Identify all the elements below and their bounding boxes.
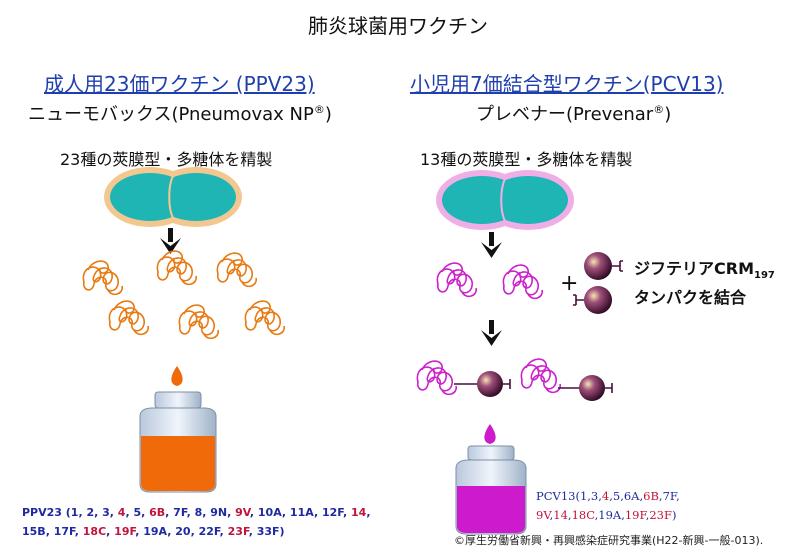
left-serotype-segment: , xyxy=(366,506,371,519)
page-title: 肺炎球菌用ワクチン xyxy=(308,14,488,38)
plus-sign: + xyxy=(560,271,578,296)
right-drop xyxy=(484,424,496,444)
left-serotype-segment: , 5, xyxy=(125,506,150,519)
right-arrow-2 xyxy=(481,320,502,346)
right-serotype-segment: 19F xyxy=(624,508,646,522)
left-serotype-list: PPV23 (1, 2, 3, 4, 5, 6B, 7F, 8, 9N, 9V,… xyxy=(22,503,371,541)
left-serotype-segment: 9V xyxy=(235,506,250,519)
carrier-line2: タンパクを結合 xyxy=(634,288,747,308)
left-product-close: ) xyxy=(324,104,332,125)
left-product-text: ニューモバックス(Pneumovax NP xyxy=(28,104,314,125)
right-description: 13種の莢膜型・多糖体を精製 xyxy=(420,150,633,169)
left-capsule xyxy=(104,167,242,227)
left-product-name: ニューモバックス(Pneumovax NP®) xyxy=(28,100,332,126)
left-description: 23種の莢膜型・多糖体を精製 xyxy=(60,150,273,169)
left-product-registered: ® xyxy=(313,103,325,116)
right-heading: 小児用7価結合型ワクチン(PCV13) xyxy=(410,72,724,96)
right-serotype-list: PCV13(1,3,4,5,6A,6B,7F,9V,14,18C,19A,19F… xyxy=(536,487,680,525)
left-serotype-segment: 15B, 17F, xyxy=(22,525,83,538)
left-arrow-1 xyxy=(160,228,181,254)
right-polysaccharides xyxy=(436,262,544,300)
right-serotype-segment: 14 xyxy=(553,508,568,522)
right-serotype-segment: 6B xyxy=(643,489,659,503)
right-serotype-segment: 18C xyxy=(571,508,595,522)
right-capsule xyxy=(436,170,574,230)
left-serotype-segment: 14 xyxy=(351,506,367,519)
left-serotype-segment: , 19A, 20, 22F, xyxy=(135,525,228,538)
right-serotype-segment: 4 xyxy=(601,489,610,503)
left-serotype-segment: PPV23 (1, 2, 3, xyxy=(22,506,118,519)
left-drop xyxy=(171,366,183,386)
left-serotype-segment: 4 xyxy=(117,506,126,519)
right-product-name: プレベナー(Prevenar®) xyxy=(476,100,671,126)
left-serotype-segment: , 10A, 11A, 12F, xyxy=(249,506,352,519)
left-vial xyxy=(139,391,217,493)
left-serotype-segment: , xyxy=(106,525,115,538)
left-polysaccharides xyxy=(82,250,286,340)
right-serotype-segment: PCV13(1,3, xyxy=(536,489,602,503)
right-product-close: ) xyxy=(664,104,672,125)
right-product-registered: ® xyxy=(653,103,665,116)
carrier-line1: ジフテリアCRM xyxy=(634,259,754,278)
right-serotype-segment: ) xyxy=(671,508,677,522)
right-serotype-segment: , xyxy=(567,508,572,522)
conjugate-molecules xyxy=(416,358,613,401)
right-serotype-segment: ,5,6A, xyxy=(609,489,644,503)
right-serotype-segment: 9V xyxy=(536,508,550,522)
right-serotype-segment: , xyxy=(645,508,650,522)
left-serotype-segment: 18C xyxy=(82,525,107,538)
right-serotype-segment: , xyxy=(549,508,554,522)
carrier-sub: 197 xyxy=(754,270,775,282)
right-serotype-segment: 23F xyxy=(649,508,672,522)
carrier-protein-label: ジフテリアCRM197 タンパクを結合 xyxy=(634,258,775,309)
right-serotype-segment: ,7F, xyxy=(658,489,680,503)
left-heading: 成人用23価ワクチン (PPV23) xyxy=(44,72,315,96)
crm-protein-spheres xyxy=(573,252,623,314)
right-serotype-segment: ,19A, xyxy=(594,508,625,522)
right-product-text: プレベナー(Prevenar xyxy=(476,104,654,125)
left-serotype-segment: 6B xyxy=(149,506,166,519)
left-serotype-segment: 23F xyxy=(227,525,249,538)
left-serotype-segment: , 7F, 8, 9N, xyxy=(165,506,236,519)
left-serotype-segment: 19F xyxy=(114,525,136,538)
right-vial xyxy=(455,445,527,535)
copyright-note: ©厚生労働省新興・再興感染症研究事業(H22-新興-一般-013). xyxy=(454,534,764,547)
left-serotype-segment: , 33F) xyxy=(248,525,285,538)
right-arrow-1 xyxy=(481,232,502,258)
